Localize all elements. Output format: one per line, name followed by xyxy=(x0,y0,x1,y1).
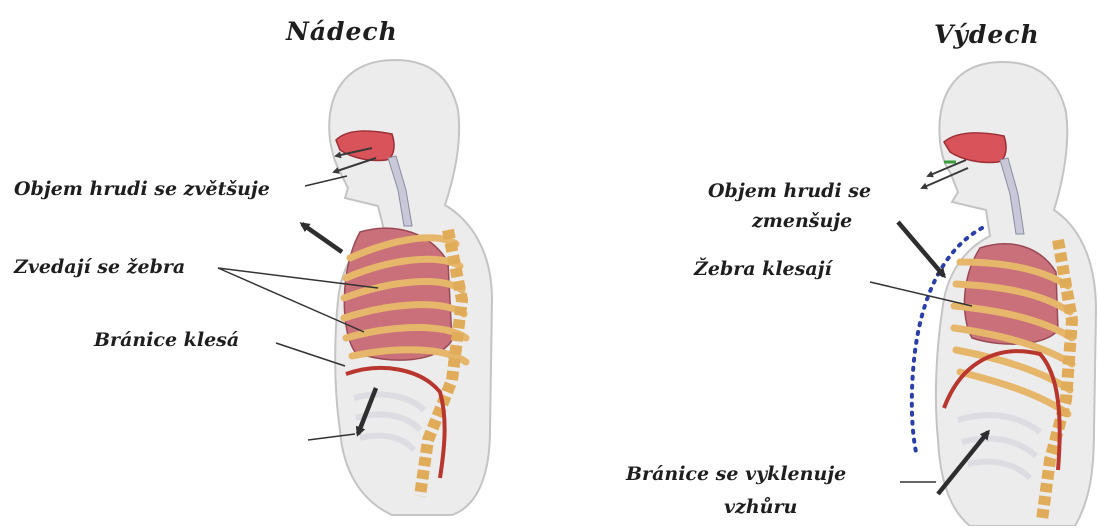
exhale-diaphragm-label-line2: vzhůru xyxy=(724,498,797,517)
exhale-title: Výdech xyxy=(934,22,1040,47)
exhale-diaphragm-label-line1: Bránice se vyklenuje xyxy=(626,465,846,484)
exhale-chest-volume-label-line1: Objem hrudi se xyxy=(708,182,871,201)
inhale-figure xyxy=(329,60,492,515)
exhale-chest-volume-label-line2: zmenšuje xyxy=(752,212,852,231)
exhale-figure xyxy=(922,62,1096,526)
inhale-diaphragm-label: Bránice klesá xyxy=(94,331,239,350)
exhale-chest-shrink-arrow xyxy=(898,222,944,276)
inhale-chest-expand-arrow xyxy=(302,224,342,252)
inhale-ribs-label: Zvedají se žebra xyxy=(14,258,185,277)
inhale-title: Nádech xyxy=(286,19,398,44)
inhale-chest-volume-label: Objem hrudi se zvětšuje xyxy=(14,180,270,199)
exhale-ribs-label: Žebra klesají xyxy=(694,260,832,279)
